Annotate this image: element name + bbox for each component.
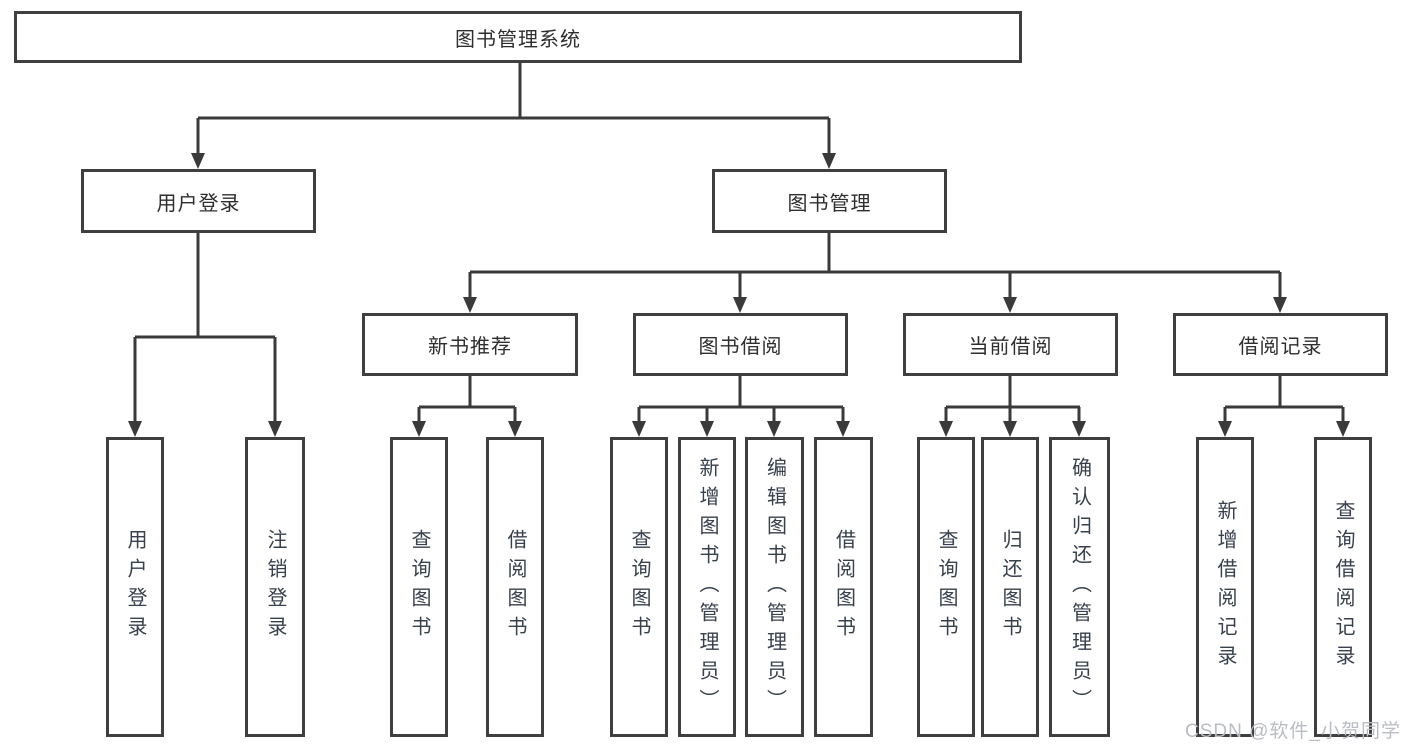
node-new-book-recommend-label: 新书推荐	[428, 336, 512, 358]
node-book-management: 图书管理	[712, 169, 947, 233]
node-user-login: 用户登录	[81, 169, 316, 233]
node-book-borrowing-label: 图书借阅	[698, 336, 783, 358]
leaf-current-confirm-return-label: 确认归还（管理员）	[1068, 456, 1091, 718]
node-borrowing-records: 借阅记录	[1173, 313, 1388, 376]
node-borrowing-records-label: 借阅记录	[1238, 336, 1323, 358]
arrow-stem-lines	[133, 118, 1345, 424]
leaf-borrowing-query-books-label: 查询图书	[628, 529, 650, 645]
leaf-borrowing-borrow-books: 借阅图书	[814, 437, 873, 737]
leaf-records-add-record: 新增借阅记录	[1196, 437, 1254, 737]
node-user-login-label: 用户登录	[156, 192, 241, 215]
leaf-current-query-books-label: 查询图书	[935, 529, 957, 645]
leaf-recommend-query-books-label: 查询图书	[408, 529, 430, 645]
leaf-borrowing-edit-books-label: 编辑图书（管理员）	[763, 456, 786, 718]
node-book-borrowing: 图书借阅	[633, 313, 848, 376]
leaf-borrowing-add-books-label: 新增图书（管理员）	[696, 456, 718, 718]
node-new-book-recommend: 新书推荐	[362, 313, 578, 376]
leaf-borrowing-query-books: 查询图书	[610, 437, 668, 737]
leaf-recommend-borrow-books: 借阅图书	[486, 437, 544, 737]
leaf-records-query-record: 查询借阅记录	[1314, 437, 1372, 737]
node-root-system-label: 图书管理系统	[455, 28, 581, 51]
node-book-management-label: 图书管理	[787, 192, 872, 215]
leaf-borrowing-add-books: 新增图书（管理员）	[678, 437, 736, 737]
leaf-current-query-books: 查询图书	[917, 437, 975, 737]
leaf-current-return-books-label: 归还图书	[999, 529, 1021, 645]
leaf-user-login: 用户登录	[106, 437, 164, 737]
leaf-records-add-record-label: 新增借阅记录	[1214, 500, 1236, 674]
node-root-system: 图书管理系统	[14, 11, 1022, 63]
leaf-logout: 注销登录	[245, 437, 305, 737]
leaf-logout-label: 注销登录	[264, 529, 286, 645]
leaf-current-confirm-return: 确认归还（管理员）	[1049, 437, 1110, 737]
leaf-borrowing-borrow-books-label: 借阅图书	[832, 529, 855, 645]
leaf-user-login-label: 用户登录	[124, 529, 146, 645]
leaf-borrowing-edit-books: 编辑图书（管理员）	[745, 437, 804, 737]
leaf-records-query-record-label: 查询借阅记录	[1332, 500, 1354, 674]
node-current-borrowing: 当前借阅	[903, 313, 1118, 376]
leaf-recommend-query-books: 查询图书	[390, 437, 448, 737]
node-current-borrowing-label: 当前借阅	[968, 336, 1053, 358]
leaf-recommend-borrow-books-label: 借阅图书	[504, 529, 526, 645]
leaf-current-return-books: 归还图书	[981, 437, 1039, 737]
